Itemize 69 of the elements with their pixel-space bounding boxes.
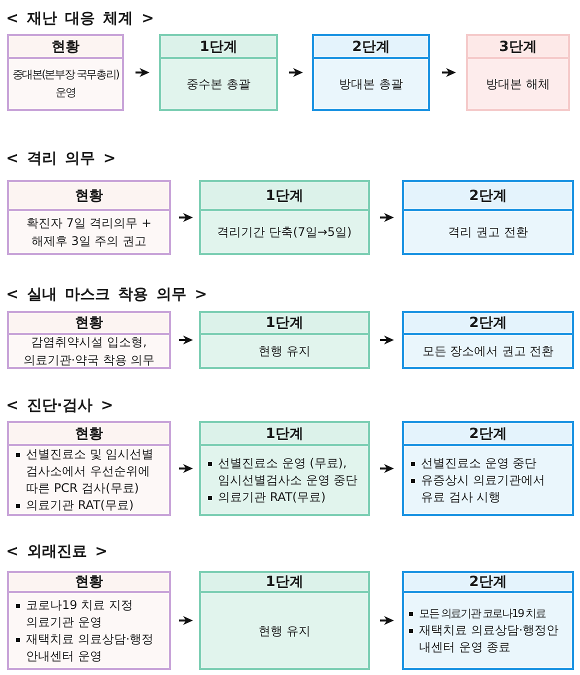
arrow: [289, 68, 303, 77]
stage-header: 1단계: [201, 313, 368, 335]
stage-description: 중수본 총괄: [186, 76, 250, 93]
stage-header: 1단계: [201, 573, 368, 593]
section-heading: < 실내 마스크 착용 의무 >: [6, 284, 208, 304]
stage-header: 2단계: [404, 573, 572, 593]
stage-header: 현황: [9, 573, 169, 593]
arrow: [179, 616, 193, 625]
stage-box: [402, 180, 574, 255]
arrow: [179, 336, 193, 344]
stage-box: [7, 34, 124, 111]
stage-header: 2단계: [314, 36, 428, 59]
list-item-text: 선별진료소 운영 (무료), 임시선별검사소 운영 중단: [218, 454, 359, 488]
stage-box: [159, 34, 278, 111]
stage-box: [199, 421, 370, 516]
list-item-text: 의료기관 RAT(무료): [218, 488, 326, 506]
list-item-text: 의료기관 RAT(무료): [26, 497, 134, 514]
arrow: [179, 213, 193, 222]
stage-header: 현황: [9, 423, 169, 446]
list-item-text: 코로나19 치료 지정 의료기관 운영: [26, 596, 134, 630]
section-heading: < 진단·검사 >: [6, 395, 114, 415]
stage-box: [199, 180, 370, 255]
stage-box: [7, 421, 171, 516]
arrow: [380, 213, 394, 222]
stage-box: [402, 311, 574, 369]
stage-header: 2단계: [404, 182, 572, 211]
arrow: [380, 464, 394, 473]
section-heading: < 재난 대응 체계 >: [6, 8, 154, 28]
stage-description: 현행 유지: [258, 622, 310, 640]
stage-box: [312, 34, 430, 111]
stage-description: 격리 권고 전환: [448, 224, 528, 241]
list-item-text: 재택치료 의료상담·행정안내센터 운영 종료: [419, 622, 560, 656]
stage-description: 모든 장소에서 권고 전환: [422, 343, 554, 360]
arrow: [442, 68, 456, 77]
list-item-text: 선별진료소 및 임시선별검사소에서 우선순위에 따른 PCR 검사(무료): [26, 446, 155, 497]
stage-box: [7, 180, 171, 255]
stage-header: 2단계: [404, 423, 572, 446]
stage-header: 3단계: [468, 36, 568, 59]
stage-description: 확진자 7일 격리의무 + 해제후 3일 주의 권고: [25, 215, 153, 250]
stage-box: [402, 571, 574, 670]
stage-header: 2단계: [404, 313, 572, 335]
stage-description: 격리기간 단축(7일→5일): [217, 224, 352, 241]
stage-header: 현황: [9, 182, 169, 211]
stage-box: [402, 421, 574, 516]
list-item-text: 유증상시 의료기관에서 유료 검사 시행: [421, 472, 546, 506]
section-heading: < 외래진료 >: [6, 541, 108, 561]
stage-header: 1단계: [201, 182, 368, 211]
stage-box: [199, 571, 370, 670]
arrow: [179, 464, 193, 473]
arrow: [380, 616, 394, 625]
stage-description: 현행 유지: [258, 343, 310, 360]
stage-description: 감염취약시설 입소형, 의료기관·약국 착용 의무: [22, 334, 156, 369]
arrow: [380, 336, 394, 344]
stage-box: [7, 311, 171, 369]
stage-box: [466, 34, 570, 111]
stage-description: 방대본 총괄: [339, 76, 403, 93]
stage-header: 현황: [9, 313, 169, 335]
list-item-text: 선별진료소 운영 중단: [421, 454, 537, 472]
section-heading: < 격리 의무 >: [6, 148, 116, 168]
stage-description: 방대본 해체: [486, 76, 550, 93]
stage-box: [199, 311, 370, 369]
stage-header: 1단계: [201, 423, 368, 446]
stage-box: [7, 571, 171, 670]
list-item-text: 모든 의료기관 코로나19 치료: [419, 606, 546, 622]
arrow: [136, 68, 150, 77]
stage-description: 중대본(본부장 국무총리) 운영: [11, 67, 120, 101]
stage-header: 1단계: [161, 36, 276, 59]
stage-header: 현황: [9, 36, 122, 59]
list-item-text: 재택치료 의료상담·행정안내센터 운영: [26, 630, 155, 664]
